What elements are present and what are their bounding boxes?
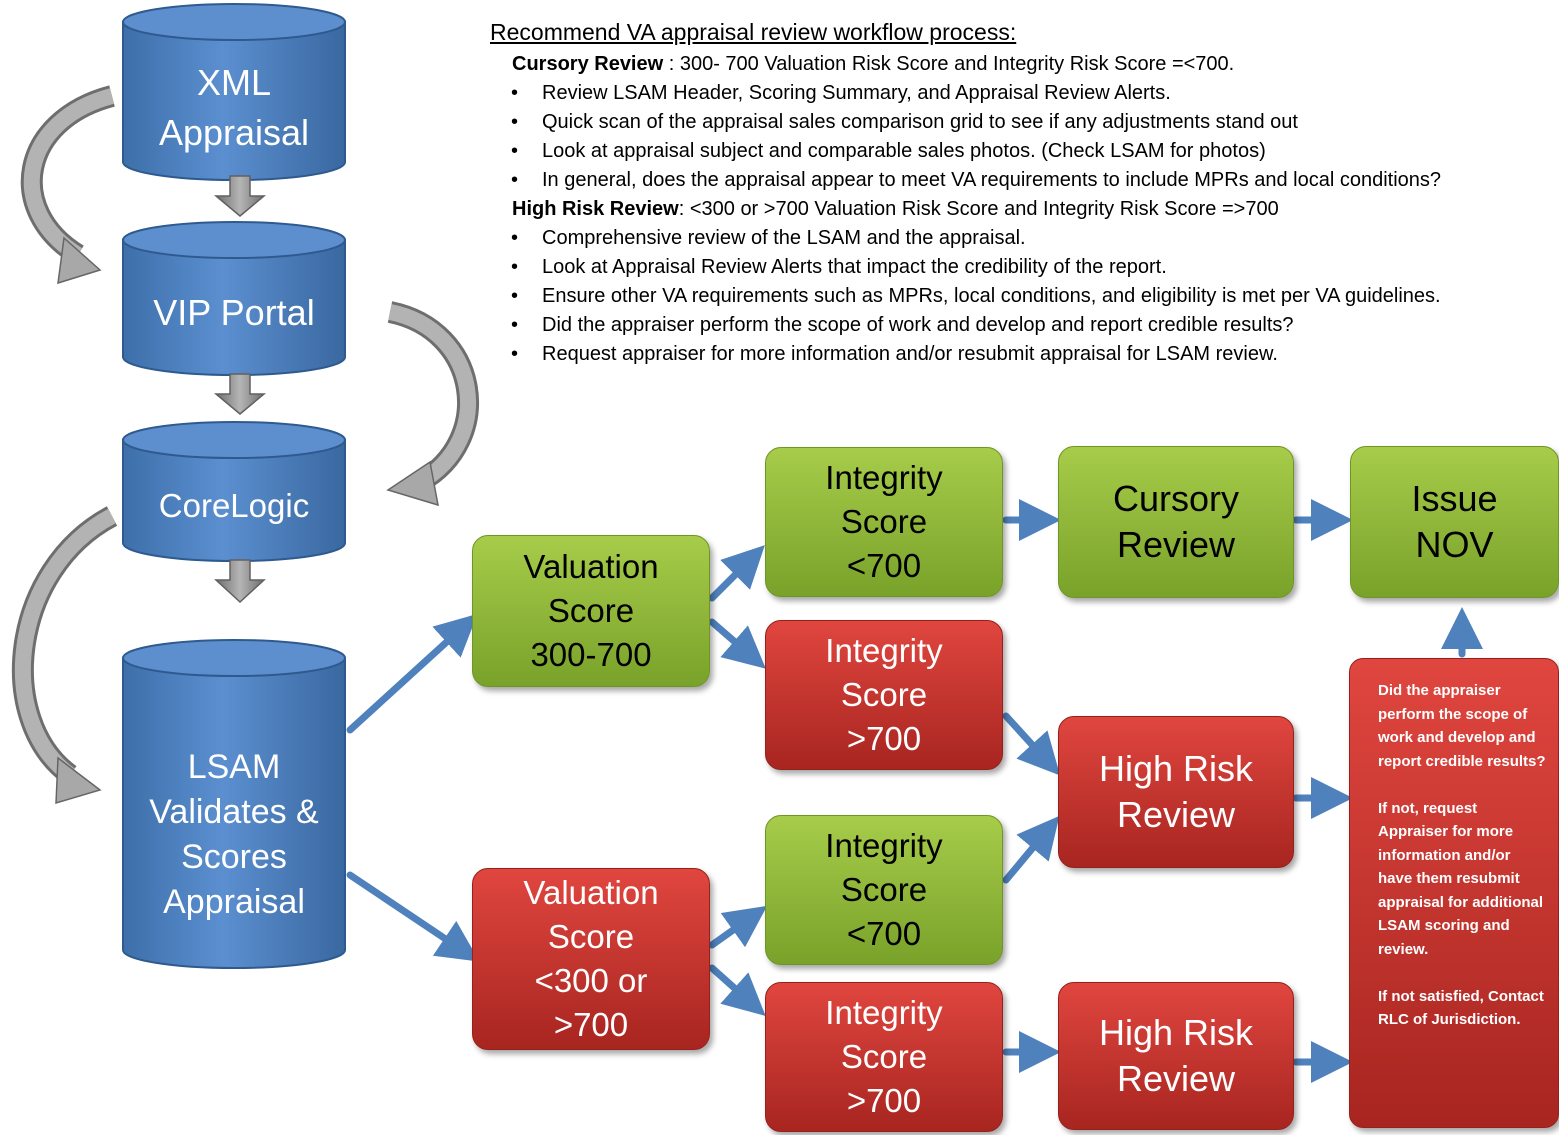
cursory-bullet: In general, does the appraisal appear to… [490, 166, 1550, 195]
high-risk-review-bottom-box: High Risk Review [1058, 982, 1294, 1130]
high-risk-review-criteria: High Risk Review: <300 or >700 Valuation… [512, 195, 1550, 224]
down-arrow-2-icon [213, 373, 267, 415]
cylinder-label-vip: VIP Portal [153, 292, 315, 333]
arrow-valg-to-intg [708, 545, 765, 602]
note-paragraph-3: If not satisfied, Contact RLC of Jurisdi… [1378, 987, 1544, 1029]
high-risk-review-top-box: High Risk Review [1058, 716, 1294, 868]
appraiser-note-box: Did the appraiser perform the scope of w… [1349, 658, 1559, 1128]
cursory-review-label: Cursory Review [512, 53, 664, 75]
issue-nov-box: Issue NOV [1350, 446, 1559, 598]
arrow-intg-bottom-to-highrisk [1002, 815, 1060, 884]
curved-arrow-xml-to-vip-icon [20, 85, 116, 285]
cylinder-label-xml: XML Appraisal [158, 62, 310, 153]
flow-arrows [346, 499, 1483, 1083]
high-risk-bullets: Comprehensive review of the LSAM and the… [490, 224, 1550, 369]
curved-arrow-vip-to-corelogic-icon [386, 301, 479, 507]
arrow-valr-to-intr [708, 964, 766, 1017]
cursory-bullet: Look at appraisal subject and comparable… [490, 137, 1550, 166]
arrow-intr-to-highrisk [1002, 712, 1061, 776]
high-risk-review-criteria-text: : <300 or >700 Valuation Risk Score and … [678, 198, 1279, 220]
high-risk-bullet: Did the appraiser perform the scope of w… [490, 311, 1550, 340]
integrity-score-green-top-box: Integrity Score <700 [765, 447, 1003, 597]
valuation-score-green-box: Valuation Score 300-700 [472, 535, 710, 687]
cursory-bullet: Review LSAM Header, Scoring Summary, and… [490, 79, 1550, 108]
high-risk-review-label: High Risk Review [512, 198, 679, 220]
high-risk-bullet: Ensure other VA requirements such as MPR… [490, 282, 1550, 311]
workflow-heading: Recommend VA appraisal review workflow p… [490, 19, 1017, 45]
cursory-bullet: Quick scan of the appraisal sales compar… [490, 108, 1550, 137]
down-arrow-3-icon [214, 559, 266, 604]
cursory-review-criteria: Cursory Review : 300- 700 Valuation Risk… [512, 50, 1550, 79]
integrity-score-red-top-box: Integrity Score >700 [765, 620, 1003, 770]
cursory-bullets: Review LSAM Header, Scoring Summary, and… [490, 79, 1550, 195]
workflow-text-block: Recommend VA appraisal review workflow p… [490, 18, 1550, 369]
arrow-valr-to-intg [708, 905, 768, 949]
curved-arrow-corelogic-to-lsam-icon [11, 506, 118, 805]
cylinder-lsam [122, 639, 346, 969]
arrow-lsam-to-val-red [346, 871, 480, 962]
cylinder-label-lsam: LSAM Validates & Scores Appraisal [149, 748, 319, 921]
note-paragraph-2: If not, request Appraiser for more infor… [1378, 799, 1544, 958]
arrow-valg-to-intr [708, 618, 766, 669]
cylinder-vip-portal [122, 221, 346, 376]
high-risk-bullet: Comprehensive review of the LSAM and the… [490, 224, 1550, 253]
down-arrow-1-icon [213, 175, 267, 217]
note-paragraph-1: Did the appraiser perform the scope of w… [1378, 682, 1546, 770]
integrity-score-green-bottom-box: Integrity Score <700 [765, 815, 1003, 965]
high-risk-bullet: Look at Appraisal Review Alerts that imp… [490, 253, 1550, 282]
arrow-lsam-to-val-green [346, 613, 478, 734]
cylinder-label-corelogic: CoreLogic [158, 487, 310, 524]
cylinder-xml-appraisal [122, 3, 346, 181]
integrity-score-red-bottom-box: Integrity Score >700 [765, 982, 1003, 1132]
cursory-review-criteria-text: : 300- 700 Valuation Risk Score and Inte… [663, 53, 1235, 75]
high-risk-bullet: Request appraiser for more information a… [490, 340, 1550, 369]
cursory-review-box: Cursory Review [1058, 446, 1294, 598]
valuation-score-red-box: Valuation Score <300 or >700 [472, 868, 710, 1050]
